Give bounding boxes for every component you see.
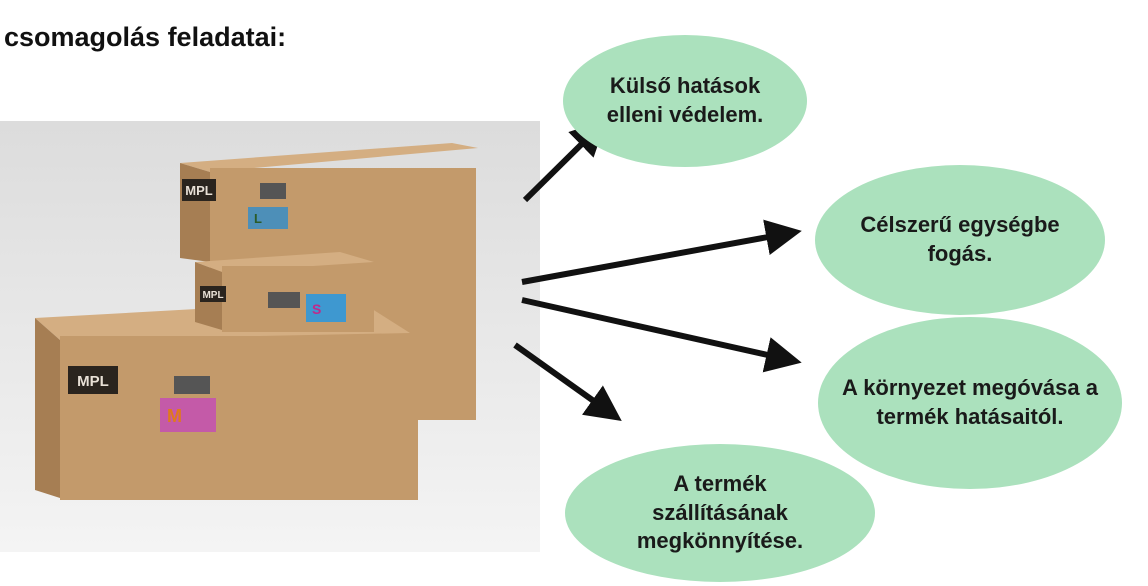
bottom-box: MPL M bbox=[35, 300, 418, 500]
function-protection: Külső hatások elleni védelem. bbox=[563, 35, 807, 167]
function-environment-protection-label: A környezet megóvása a termék hatásaitól… bbox=[842, 375, 1098, 429]
page-title: csomagolás feladatai: bbox=[4, 22, 287, 52]
middle-box: MPL S bbox=[195, 252, 374, 332]
size-label-m: M bbox=[167, 406, 182, 426]
cardboard-boxes-photo: MPL L MPL M MPL S bbox=[0, 121, 540, 552]
size-label-s: S bbox=[312, 301, 321, 317]
arrow-to-unit bbox=[521, 219, 802, 285]
box-logo-bottom: MPL bbox=[77, 373, 109, 390]
box-logo-back: MPL bbox=[185, 183, 213, 198]
size-label-l: L bbox=[254, 211, 262, 226]
function-unit-grouping: Célszerű egységbe fogás. bbox=[815, 165, 1105, 315]
function-protection-label: Külső hatások elleni védelem. bbox=[606, 73, 764, 127]
arrow-to-environment bbox=[521, 297, 802, 373]
function-unit-grouping-label: Célszerű egységbe fogás. bbox=[860, 212, 1060, 266]
function-transport-label: A termék szállításának megkönnyítése. bbox=[636, 471, 804, 554]
box-logo-middle: MPL bbox=[202, 290, 223, 301]
function-transport: A termék szállításának megkönnyítése. bbox=[565, 444, 875, 582]
function-environment-protection: A környezet megóvása a termék hatásaitól… bbox=[818, 317, 1122, 489]
